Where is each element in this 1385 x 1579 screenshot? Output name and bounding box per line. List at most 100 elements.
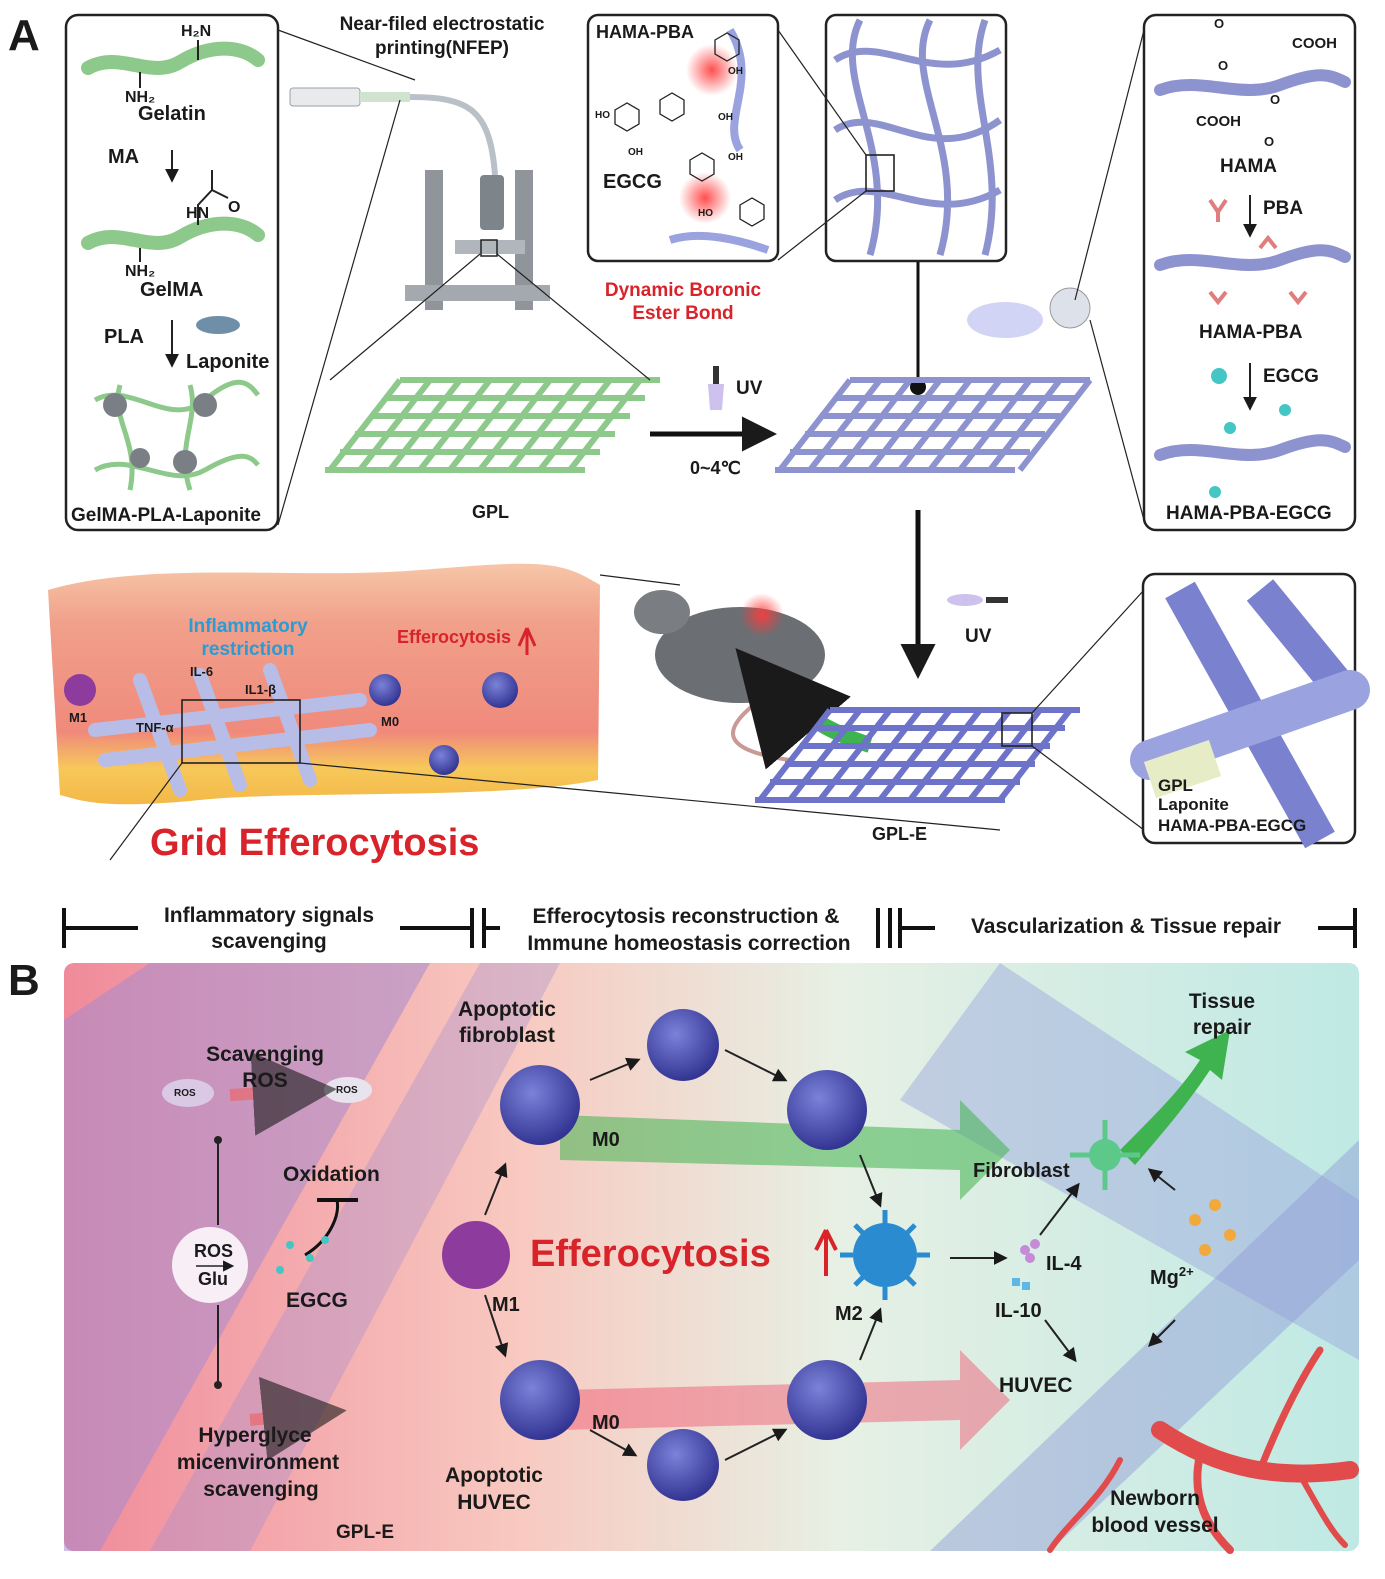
zoom-laponite-label: Laponite <box>1158 795 1229 814</box>
carbonyl-o-label: O <box>228 199 240 216</box>
o-label-3: O <box>1270 92 1280 107</box>
stage1-line1: Inflammatory signals <box>164 904 374 927</box>
ho-label-2: HO <box>698 208 713 219</box>
mouse-illustration <box>634 590 873 770</box>
cooh-label-1: COOH <box>1292 35 1337 52</box>
h2n-label: H₂N <box>181 23 211 40</box>
temperature-label: 0~4℃ <box>690 458 741 478</box>
stage3-label: Vascularization & Tissue repair <box>971 915 1281 938</box>
il1b-label: IL1-β <box>245 682 276 697</box>
gelma-pla-laponite-caption: GelMA-PLA-Laponite <box>71 505 261 526</box>
nfep-label-line2: printing(NFEP) <box>375 38 509 59</box>
efferocytosis-up-arrow-icon <box>814 1229 838 1276</box>
newborn-blood-vessel <box>1047 1346 1359 1554</box>
uv-lamp-mid <box>947 594 1008 606</box>
pla-label: PLA <box>104 326 144 348</box>
scavenging-ros-line2: ROS <box>242 1069 288 1092</box>
hama-pba-label: HAMA-PBA <box>1199 322 1303 343</box>
ros-badge-1: ROS <box>174 1088 196 1099</box>
zoom-gpl-label: GPL <box>1158 776 1193 795</box>
efferocytosis-skin-label: Efferocytosis <box>397 627 511 647</box>
grid-efferocytosis-title: Grid Efferocytosis <box>150 822 479 864</box>
ros-scavenging-illustration <box>162 1051 372 1461</box>
stage2-line1: Efferocytosis reconstruction & <box>533 905 840 928</box>
mg-ion-label: Mg2+ <box>1150 1264 1194 1289</box>
uv-label-mid: UV <box>965 626 992 647</box>
tnfa-label: TNF-α <box>136 720 174 735</box>
macrophage-cells <box>442 1009 1236 1501</box>
uv-lamp-top <box>708 366 724 410</box>
up-arrow-icon <box>517 627 537 655</box>
glu-label: Glu <box>198 1269 228 1289</box>
zoom-indicator <box>1001 712 1033 747</box>
nfep-label-line1: Near-filed electrostatic <box>340 14 545 35</box>
hama-pba-egcg-caption: HAMA-PBA-EGCG <box>1166 503 1332 524</box>
tissue-repair-arrow <box>1120 1030 1230 1165</box>
hyperglyce-line1: Hyperglyce <box>198 1424 311 1447</box>
mg-label: Mg <box>1150 1267 1179 1289</box>
il4-label: IL-4 <box>1046 1253 1082 1275</box>
panel-a-letter: A <box>8 11 40 60</box>
m0-skin-label: M0 <box>381 714 399 729</box>
apoptotic-fibroblast-line2: fibroblast <box>459 1024 555 1047</box>
m1-b-label: M1 <box>492 1294 520 1316</box>
m2-label: M2 <box>835 1303 863 1325</box>
mg-superscript: 2+ <box>1179 1264 1194 1279</box>
il6-label: IL-6 <box>190 664 213 679</box>
oh-label-4: OH <box>728 66 743 77</box>
m0-top-label: M0 <box>592 1129 620 1151</box>
ho-label-1: HO <box>595 110 610 121</box>
oh-label-1: OH <box>628 147 643 158</box>
uv-label-top: UV <box>736 378 763 399</box>
gpl-e-grid <box>755 707 1080 803</box>
newborn-vessel-line1: Newborn <box>1110 1487 1200 1510</box>
gpl-grid <box>325 377 660 473</box>
dynamic-boronic-line1: Dynamic Boronic <box>605 280 762 301</box>
stage-bar <box>62 908 1357 948</box>
hama-label: HAMA <box>1220 156 1277 177</box>
pba-label: PBA <box>1263 198 1303 219</box>
red-flow-arrow <box>560 1350 1010 1450</box>
hama-pba-synthesis-box <box>1142 13 1357 532</box>
ma-label: MA <box>108 146 139 168</box>
gpl-e-label: GPL-E <box>872 824 927 844</box>
pathway-arrows <box>484 1049 1176 1461</box>
egcg-step-label: EGCG <box>1263 366 1319 387</box>
cooh-label-2: COOH <box>1196 113 1241 130</box>
hama-pba-title: HAMA-PBA <box>596 22 694 42</box>
hydrogel-network-box <box>824 13 1008 263</box>
green-flow-arrow <box>560 1100 1010 1200</box>
gelma-label: GelMA <box>140 279 203 301</box>
hyperglyce-line2: micenvironment <box>177 1451 339 1474</box>
oh-label-2: OH <box>718 112 733 123</box>
stage2-line2: Immune homeostasis correction <box>527 932 850 955</box>
oxidation-label: Oxidation <box>283 1163 380 1186</box>
gelatin-label: Gelatin <box>138 103 206 125</box>
zoom-hama-pba-egcg-label: HAMA-PBA-EGCG <box>1158 816 1306 835</box>
stage1-line2: scavenging <box>211 930 327 953</box>
gpl-label: GPL <box>472 502 509 522</box>
apoptotic-huvec-line1: Apoptotic <box>445 1464 543 1487</box>
inflammatory-restriction-line1: Inflammatory <box>188 616 308 637</box>
callout-lines <box>109 29 1145 861</box>
efferocytosis-b-title: Efferocytosis <box>530 1233 771 1275</box>
spray-bottle-icon <box>967 287 1091 338</box>
hyperglyce-line3: scavenging <box>203 1478 319 1501</box>
panel-b-background <box>64 963 1359 1551</box>
inflammatory-restriction-line2: restriction <box>202 639 295 660</box>
hn-label: HN <box>186 205 209 222</box>
o-label-4: O <box>1264 134 1274 149</box>
dynamic-boronic-line2: Ester Bond <box>632 303 733 324</box>
skin-wound-illustration <box>48 563 600 805</box>
ros-label: ROS <box>194 1241 233 1261</box>
fibroblast-label: Fibroblast <box>973 1160 1070 1182</box>
nfep-printer-illustration <box>289 87 550 310</box>
apoptotic-fibroblast-line1: Apoptotic <box>458 998 556 1021</box>
scavenging-ros-line1: Scavenging <box>206 1043 324 1066</box>
o-label-2: O <box>1218 58 1228 73</box>
gelma-synthesis-box <box>64 13 280 532</box>
egcg-molecule-label: EGCG <box>603 171 662 193</box>
oh-label-3: OH <box>728 152 743 163</box>
nh2-label-top: NH₂ <box>125 89 155 106</box>
